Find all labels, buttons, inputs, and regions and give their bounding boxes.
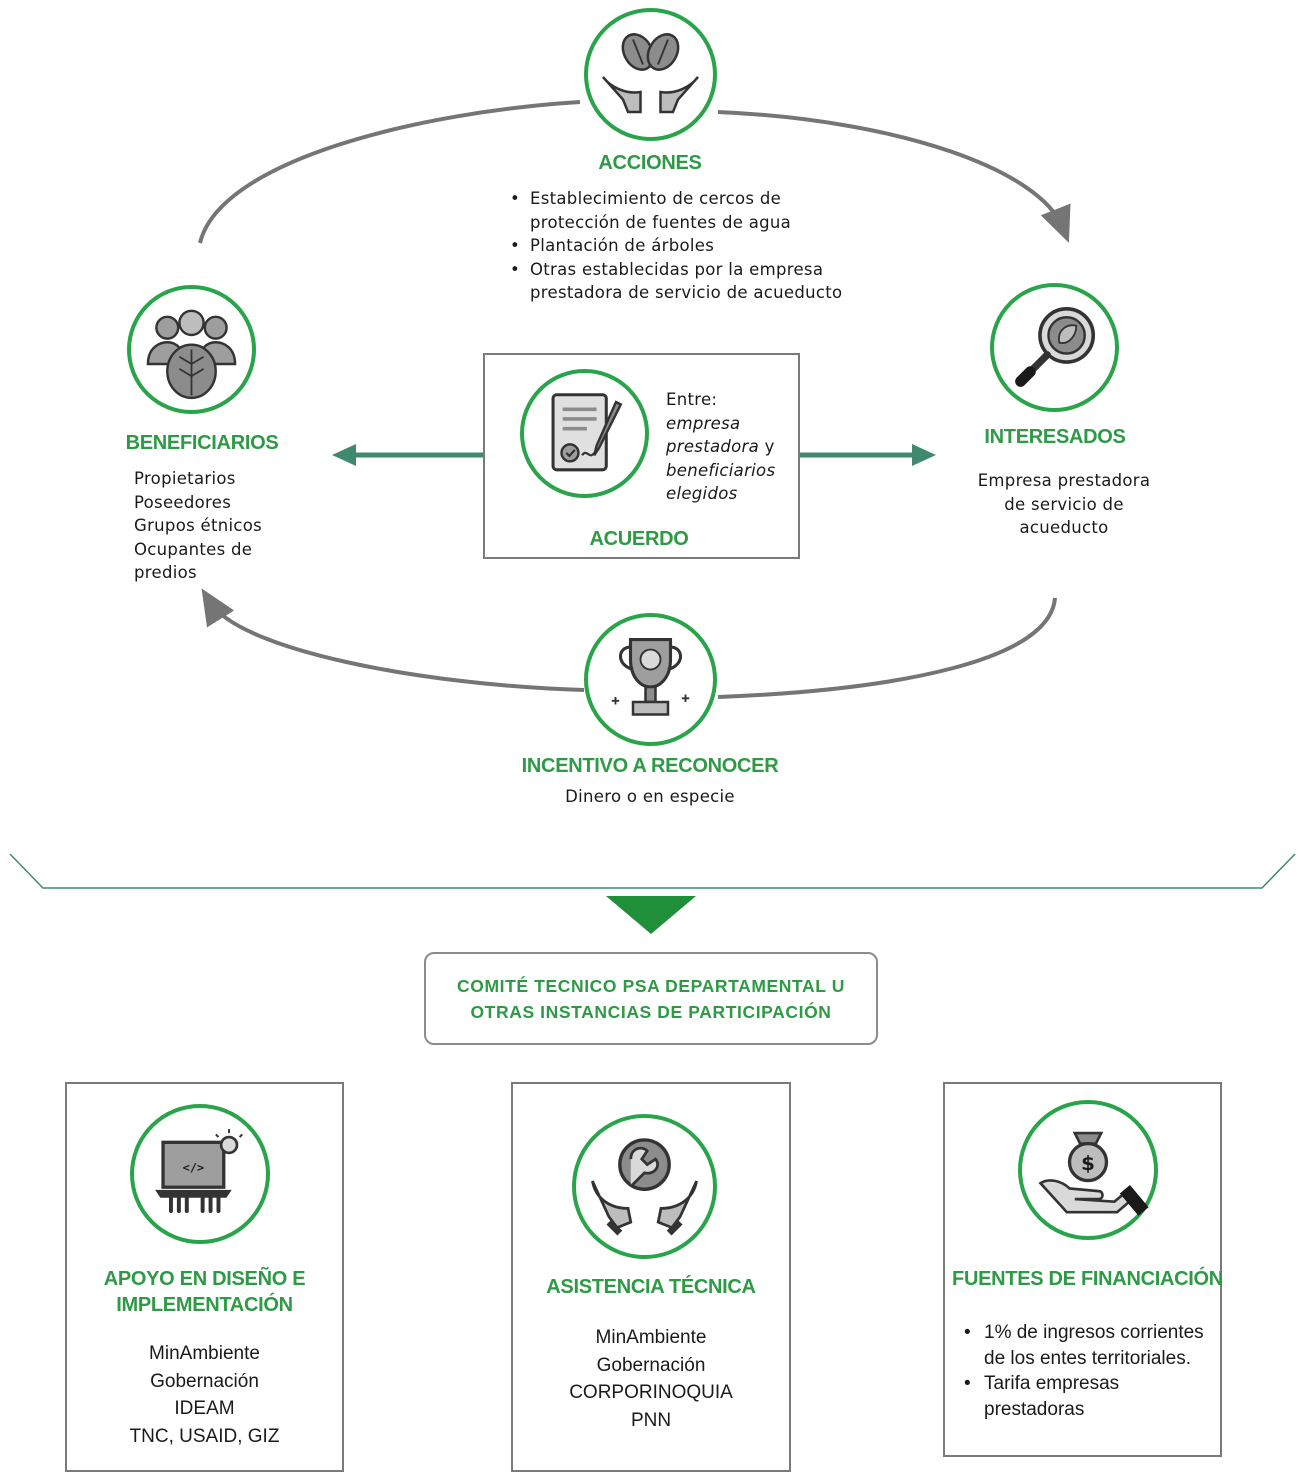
acciones-item-line: Establecimiento de cercos de [530, 189, 782, 208]
acciones-title: ACCIONES [598, 152, 702, 174]
fuentes-circle: $ [1018, 1100, 1158, 1240]
acciones-item-line: Otras establecidas por la empresa [530, 259, 824, 279]
beneficiarios-circle [127, 285, 256, 414]
incentivo-circle [584, 613, 717, 746]
interesados-line: Empresa prestadora [977, 471, 1151, 490]
cycle-arc-bottom-right [717, 597, 1057, 699]
acciones-circle [584, 8, 717, 141]
cycle-arc-top-right [717, 110, 1071, 243]
acuerdo-line-text: beneficiarios [666, 460, 776, 480]
asistencia-item: MinAmbiente [595, 1327, 707, 1348]
fuentes-box: $ FUENTES DE FINANCIACIÓN 1% de ingresos… [943, 1082, 1223, 1457]
acuerdo-line: elegidos [666, 482, 775, 506]
acciones-item: Otras establecidas por la empresa prestad… [508, 258, 888, 305]
beneficiarios-item: predios [134, 563, 197, 582]
acuerdo-line-suffix: y [759, 437, 775, 456]
asistencia-circle [572, 1114, 717, 1259]
acciones-item-line: Plantación de árboles [530, 236, 715, 255]
agreement-arrows [332, 444, 936, 466]
svg-text:$: $ [1081, 1152, 1095, 1175]
apoyo-box: </> APOYO EN DISEÑO E IMPLEMENTACIÓN Min… [65, 1082, 344, 1472]
beneficiarios-item: Grupos étnicos [134, 516, 263, 535]
fuentes-title: FUENTES DE FINANCIACIÓN [952, 1268, 1223, 1290]
fuentes-item-line: prestadoras [984, 1398, 1085, 1420]
apoyo-title-line-1: APOYO EN DISEÑO E [103, 1268, 306, 1290]
acuerdo-line: empresa [666, 412, 775, 436]
trophy-icon [611, 637, 690, 716]
committee-line-2: OTRAS INSTANCIAS DE PARTICIPACIÓN [470, 1001, 832, 1022]
people-leaf-icon [146, 309, 237, 400]
hands-wrench-icon [591, 1138, 698, 1236]
interesados-lines: Empresa prestadora de servicio de acueduct… [960, 469, 1168, 540]
asistencia-item: PNN [630, 1409, 672, 1431]
laptop-code-icon: </> [155, 1129, 243, 1213]
fuentes-item-line: Tarifa empresas [984, 1373, 1120, 1394]
contract-pen-icon [551, 393, 623, 472]
asistencia-item: Gobernación [596, 1354, 706, 1376]
incentivo-title: INCENTIVO A RECONOCER [521, 755, 779, 777]
hands-leaves-icon [602, 33, 699, 114]
interesados-line: de servicio de [1004, 494, 1124, 514]
apoyo-title: APOYO EN DISEÑO E IMPLEMENTACIÓN [67, 1266, 342, 1318]
apoyo-circle: </> [130, 1104, 270, 1244]
acciones-item: Plantación de árboles [508, 234, 888, 258]
acciones-item: Establecimiento de cercos de protección d… [508, 187, 888, 234]
apoyo-title-line-2: IMPLEMENTACIÓN [116, 1294, 293, 1316]
apoyo-item: MinAmbiente [149, 1343, 260, 1364]
beneficiarios-item: Poseedores [134, 492, 232, 512]
acuerdo-line-text: prestadora [666, 437, 760, 456]
magnifier-leaf-icon [1015, 306, 1096, 387]
acuerdo-entre: Entre: [666, 390, 718, 409]
incentivo-subtitle: Dinero o en especie [565, 787, 735, 806]
beneficiarios-item: Propietarios [134, 469, 236, 488]
bracket-line [9, 853, 1296, 889]
fuentes-list: 1% de ingresos corrientes de los entes te… [962, 1320, 1222, 1422]
acciones-item-line: protección de fuentes de agua [530, 212, 792, 232]
beneficiarios-item: Ocupantes de [134, 539, 253, 559]
asistencia-title: ASISTENCIA TÉCNICA [546, 1276, 756, 1298]
interesados-title: INTERESADOS [984, 426, 1126, 448]
beneficiarios-title: BENEFICIARIOS [125, 432, 279, 454]
acuerdo-line: prestadora y [666, 435, 775, 459]
down-triangle [606, 896, 696, 934]
committee-line-1: COMITÉ TECNICO PSA DEPARTAMENTAL U [457, 975, 845, 996]
interesados-circle [990, 283, 1119, 412]
fuentes-item: Tarifa empresas prestadoras [962, 1371, 1222, 1422]
cycle-arrows [9, 100, 1296, 934]
apoyo-item: IDEAM [174, 1398, 235, 1419]
fuentes-item-line: de los entes territoriales. [984, 1347, 1191, 1369]
committee-box: COMITÉ TECNICO PSA DEPARTAMENTAL U OTRAS… [424, 952, 878, 1045]
asistencia-item: CORPORINOQUIA [569, 1382, 733, 1403]
acuerdo-line-text: elegidos [666, 484, 738, 503]
acciones-item-line: prestadora de servicio de acueducto [530, 283, 843, 302]
hand-money-bag-icon: $ [1038, 1131, 1149, 1216]
cycle-arc-top-left [198, 100, 581, 244]
acuerdo-line-text: empresa [666, 413, 741, 433]
acuerdo-title: ACUERDO [589, 528, 689, 550]
acuerdo-line: beneficiarios [666, 459, 775, 483]
cycle-arc-bottom-left [201, 588, 585, 692]
acciones-list: Establecimiento de cercos de protección d… [508, 187, 888, 305]
fuentes-item: 1% de ingresos corrientes de los entes te… [962, 1320, 1222, 1371]
acuerdo-circle [520, 369, 649, 498]
interesados-line: acueducto [1019, 518, 1109, 537]
svg-text:</>: </> [183, 1160, 204, 1174]
fuentes-item-line: 1% de ingresos corrientes [984, 1322, 1204, 1343]
apoyo-item: Gobernación [150, 1370, 259, 1392]
apoyo-item: TNC, USAID, GIZ [129, 1425, 280, 1447]
